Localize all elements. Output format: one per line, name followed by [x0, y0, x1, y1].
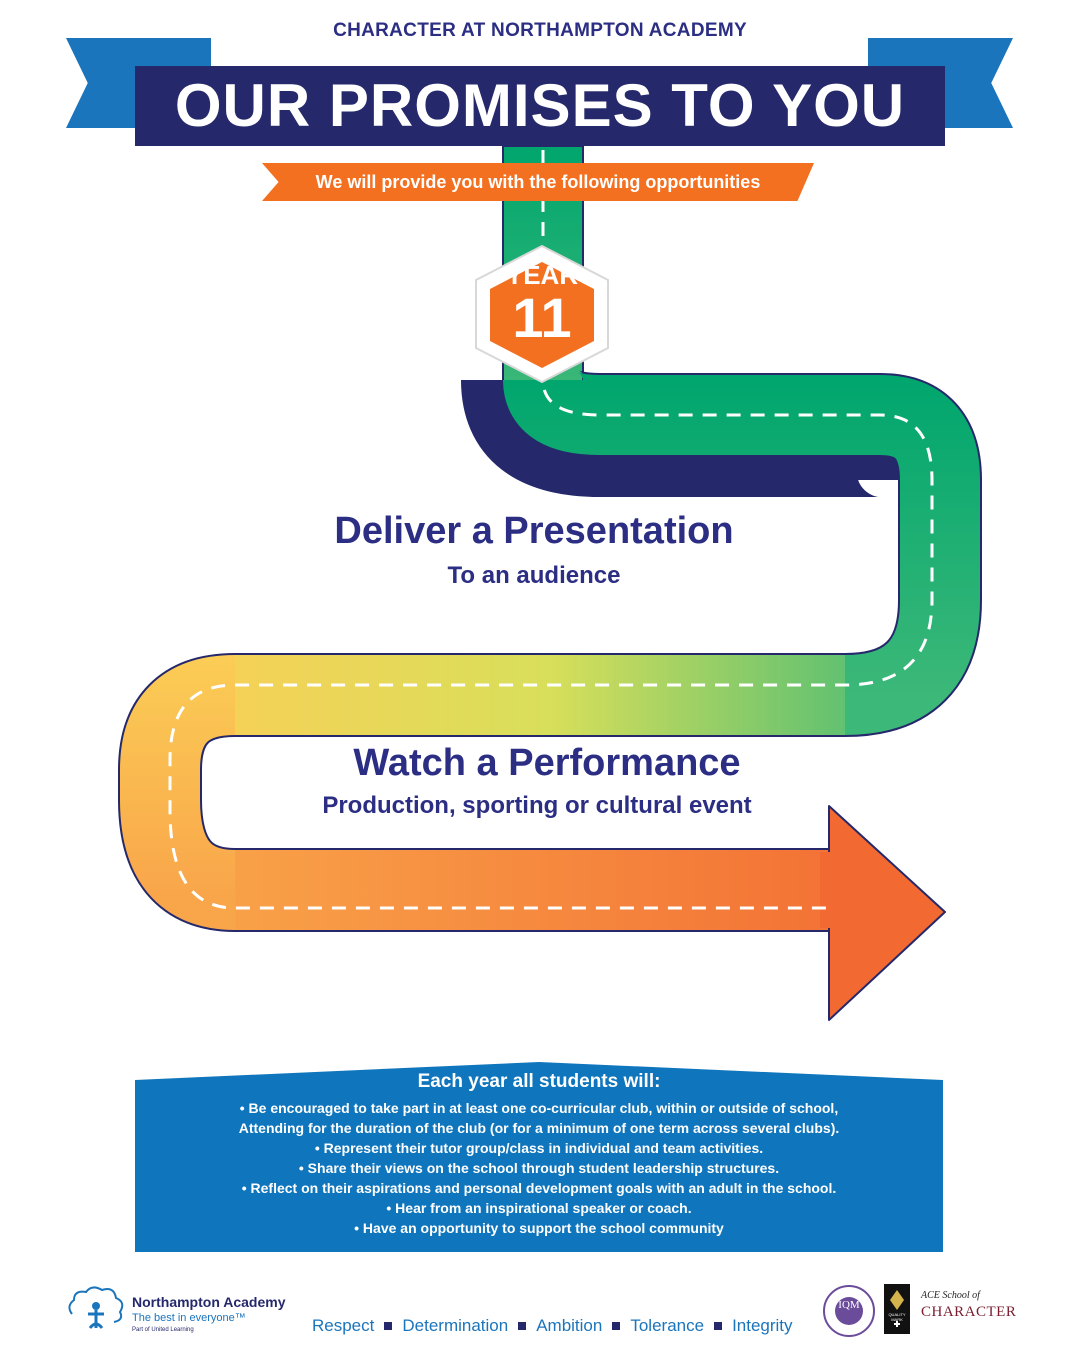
- milestone-1-subtitle: To an audience: [447, 562, 621, 589]
- school-tree-logo-icon: [68, 1286, 124, 1329]
- school-tagline: The best in everyone™: [132, 1312, 246, 1324]
- year-label: YEAR: [505, 260, 579, 290]
- year-number: 11: [512, 286, 572, 349]
- title-banner: OUR PROMISES TO YOU: [135, 66, 945, 146]
- list-item: • Share their views on the school throug…: [298, 1160, 780, 1176]
- list-item: • Reflect on their aspirations and perso…: [241, 1180, 837, 1196]
- value-determination: Determination: [402, 1316, 509, 1335]
- iqm-award-logo: [823, 1285, 875, 1337]
- school-name: Northampton Academy: [132, 1294, 286, 1310]
- page-subtitle: We will provide you with the following o…: [315, 171, 761, 192]
- value-tolerance: Tolerance: [630, 1316, 705, 1335]
- value-integrity: Integrity: [732, 1316, 793, 1335]
- year-hexagon-badge: [475, 244, 609, 384]
- values-strip: Respect Determination Ambition Tolerance…: [312, 1316, 793, 1336]
- value-respect: Respect: [312, 1316, 375, 1335]
- subtitle-banner: We will provide you with the following o…: [262, 163, 814, 201]
- value-ambition: Ambition: [536, 1316, 603, 1335]
- info-panel: [135, 1062, 943, 1252]
- info-heading: Each year all students will:: [417, 1071, 661, 1092]
- milestone-1-title: Deliver a Presentation: [334, 510, 734, 552]
- info-list: • Be encouraged to take part in at least…: [135, 1098, 943, 1238]
- list-item: • Hear from an inspirational speaker or …: [386, 1200, 692, 1216]
- iqm-label: IQM: [838, 1299, 860, 1311]
- milestone-2-subtitle: Production, sporting or cultural event: [322, 792, 752, 819]
- list-item: • Have an opportunity to support the sch…: [354, 1220, 724, 1236]
- arrow-head: [828, 805, 946, 1021]
- road-center-dashes: [168, 150, 934, 910]
- ace-line-2: CHARACTER: [921, 1304, 1017, 1320]
- square-bullet-icon: [384, 1322, 393, 1330]
- header-kicker: CHARACTER AT NORTHAMPTON ACADEMY: [333, 20, 747, 41]
- quality-mark-logo: [884, 1284, 910, 1334]
- list-item: • Be encouraged to take part in at least…: [239, 1100, 839, 1116]
- square-bullet-icon: [714, 1322, 723, 1330]
- list-item: Attending for the duration of the club (…: [238, 1120, 840, 1136]
- page-title: OUR PROMISES TO YOU: [174, 72, 906, 139]
- year-badge-text: YEAR 11: [472, 262, 612, 346]
- school-small-print: Part of United Learning: [132, 1327, 194, 1333]
- quality-mark-label: QUALITY MARK: [888, 1312, 906, 1322]
- milestone-2-title: Watch a Performance: [353, 742, 741, 784]
- ace-line-1: ACE School of: [921, 1290, 980, 1301]
- square-bullet-icon: [518, 1322, 527, 1330]
- list-item: • Represent their tutor group/class in i…: [314, 1140, 764, 1156]
- square-bullet-icon: [612, 1322, 621, 1330]
